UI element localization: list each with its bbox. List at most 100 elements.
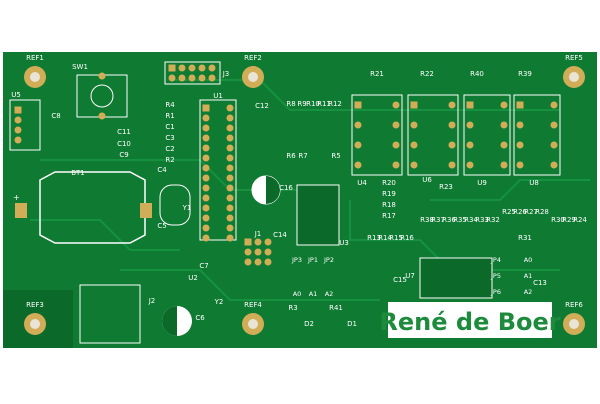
pad [202, 194, 210, 202]
pad [202, 114, 210, 122]
pad [254, 248, 262, 256]
component-label-r6: R6 [286, 152, 296, 160]
pad [448, 121, 456, 129]
component-label-c15: C15 [393, 276, 407, 284]
pad [254, 258, 262, 266]
pad [264, 238, 272, 246]
pad [516, 141, 524, 149]
pad [14, 106, 22, 114]
pad [254, 238, 262, 246]
pad [226, 194, 234, 202]
chip-u5 [9, 99, 41, 151]
pad [264, 248, 272, 256]
component-label-r21: R21 [370, 70, 384, 78]
component-label-r24: R24 [573, 216, 587, 224]
pad [226, 154, 234, 162]
pad [448, 161, 456, 169]
component-label-r27: R27 [524, 208, 538, 216]
pad [550, 161, 558, 169]
component-label-r2: R2 [165, 156, 174, 164]
pad [14, 126, 22, 134]
component-label-u5: U5 [11, 91, 21, 99]
battery-pad-minus [140, 203, 152, 218]
component-label-sw1: SW1 [72, 63, 88, 71]
header-j3 [164, 61, 221, 85]
pad [202, 184, 210, 192]
component-label-r4: R4 [165, 101, 175, 109]
pad [188, 64, 196, 72]
component-label-c4: C4 [157, 166, 167, 174]
pad [392, 101, 400, 109]
pad [226, 184, 234, 192]
pad [168, 74, 176, 82]
jumper-label-jp5: JP5 [490, 272, 501, 280]
crystal-y1 [159, 184, 191, 226]
component-label-u9: U9 [477, 179, 487, 187]
pad [516, 101, 524, 109]
pad [202, 124, 210, 132]
component-label-r14: R14 [378, 234, 392, 242]
pad [226, 204, 234, 212]
component-label-j3: J3 [222, 70, 230, 78]
jumper-label-jp2: JP2 [323, 256, 334, 264]
jumper-label-a1a: A1 [309, 290, 318, 298]
jumper-label-jp1: JP1 [307, 256, 318, 264]
pad [550, 141, 558, 149]
pad [202, 104, 210, 112]
component-label-r28: R28 [535, 208, 549, 216]
chip-u1 [199, 99, 237, 241]
component-label-r34: R34 [464, 216, 478, 224]
pad [244, 248, 252, 256]
jumper-label-a1b: A1 [524, 272, 533, 280]
component-label-c9: C9 [119, 151, 128, 159]
pad [226, 104, 234, 112]
pad [14, 136, 22, 144]
pad [198, 74, 206, 82]
mounting-hole-ref4: REF4 [242, 301, 264, 335]
mounting-hole-label: REF4 [244, 301, 262, 309]
pad [226, 164, 234, 172]
pad [500, 101, 508, 109]
component-label-r18: R18 [382, 201, 396, 209]
component-label-r32: R32 [486, 216, 500, 224]
component-label-c5: C5 [157, 222, 166, 230]
component-label-r23: R23 [439, 183, 453, 191]
pad [202, 144, 210, 152]
component-label-c16: C16 [279, 184, 293, 192]
component-label-r7: R7 [298, 152, 307, 160]
component-label-r29: R29 [562, 216, 576, 224]
pad [226, 124, 234, 132]
component-label-r35: R35 [453, 216, 467, 224]
component-label-c1: C1 [165, 123, 174, 131]
component-label-r37: R37 [431, 216, 445, 224]
mounting-hole-ref2: REF2 [242, 54, 264, 88]
pad [244, 258, 252, 266]
mounting-hole-ref5: REF5 [563, 54, 585, 88]
pad [178, 74, 186, 82]
capacitor-c16-shade [266, 176, 280, 204]
component-label-r41: R41 [329, 304, 343, 312]
pad [202, 224, 210, 232]
pad [226, 224, 234, 232]
component-label-c13: C13 [533, 279, 547, 287]
pad [202, 214, 210, 222]
component-label-r30: R30 [551, 216, 565, 224]
pad [410, 161, 418, 169]
component-label-r5: R5 [331, 152, 340, 160]
component-label-c6: C6 [195, 314, 205, 322]
chip-u3 [296, 184, 340, 246]
pad [202, 174, 210, 182]
component-label-c12: C12 [255, 102, 269, 110]
pad [392, 161, 400, 169]
pad [410, 121, 418, 129]
chip-u4 [351, 94, 403, 176]
battery-plus-sign: + [13, 193, 20, 202]
component-label-r25: R25 [502, 208, 516, 216]
pad [202, 134, 210, 142]
pad [466, 161, 474, 169]
pad [226, 134, 234, 142]
chip-u9 [463, 94, 511, 176]
